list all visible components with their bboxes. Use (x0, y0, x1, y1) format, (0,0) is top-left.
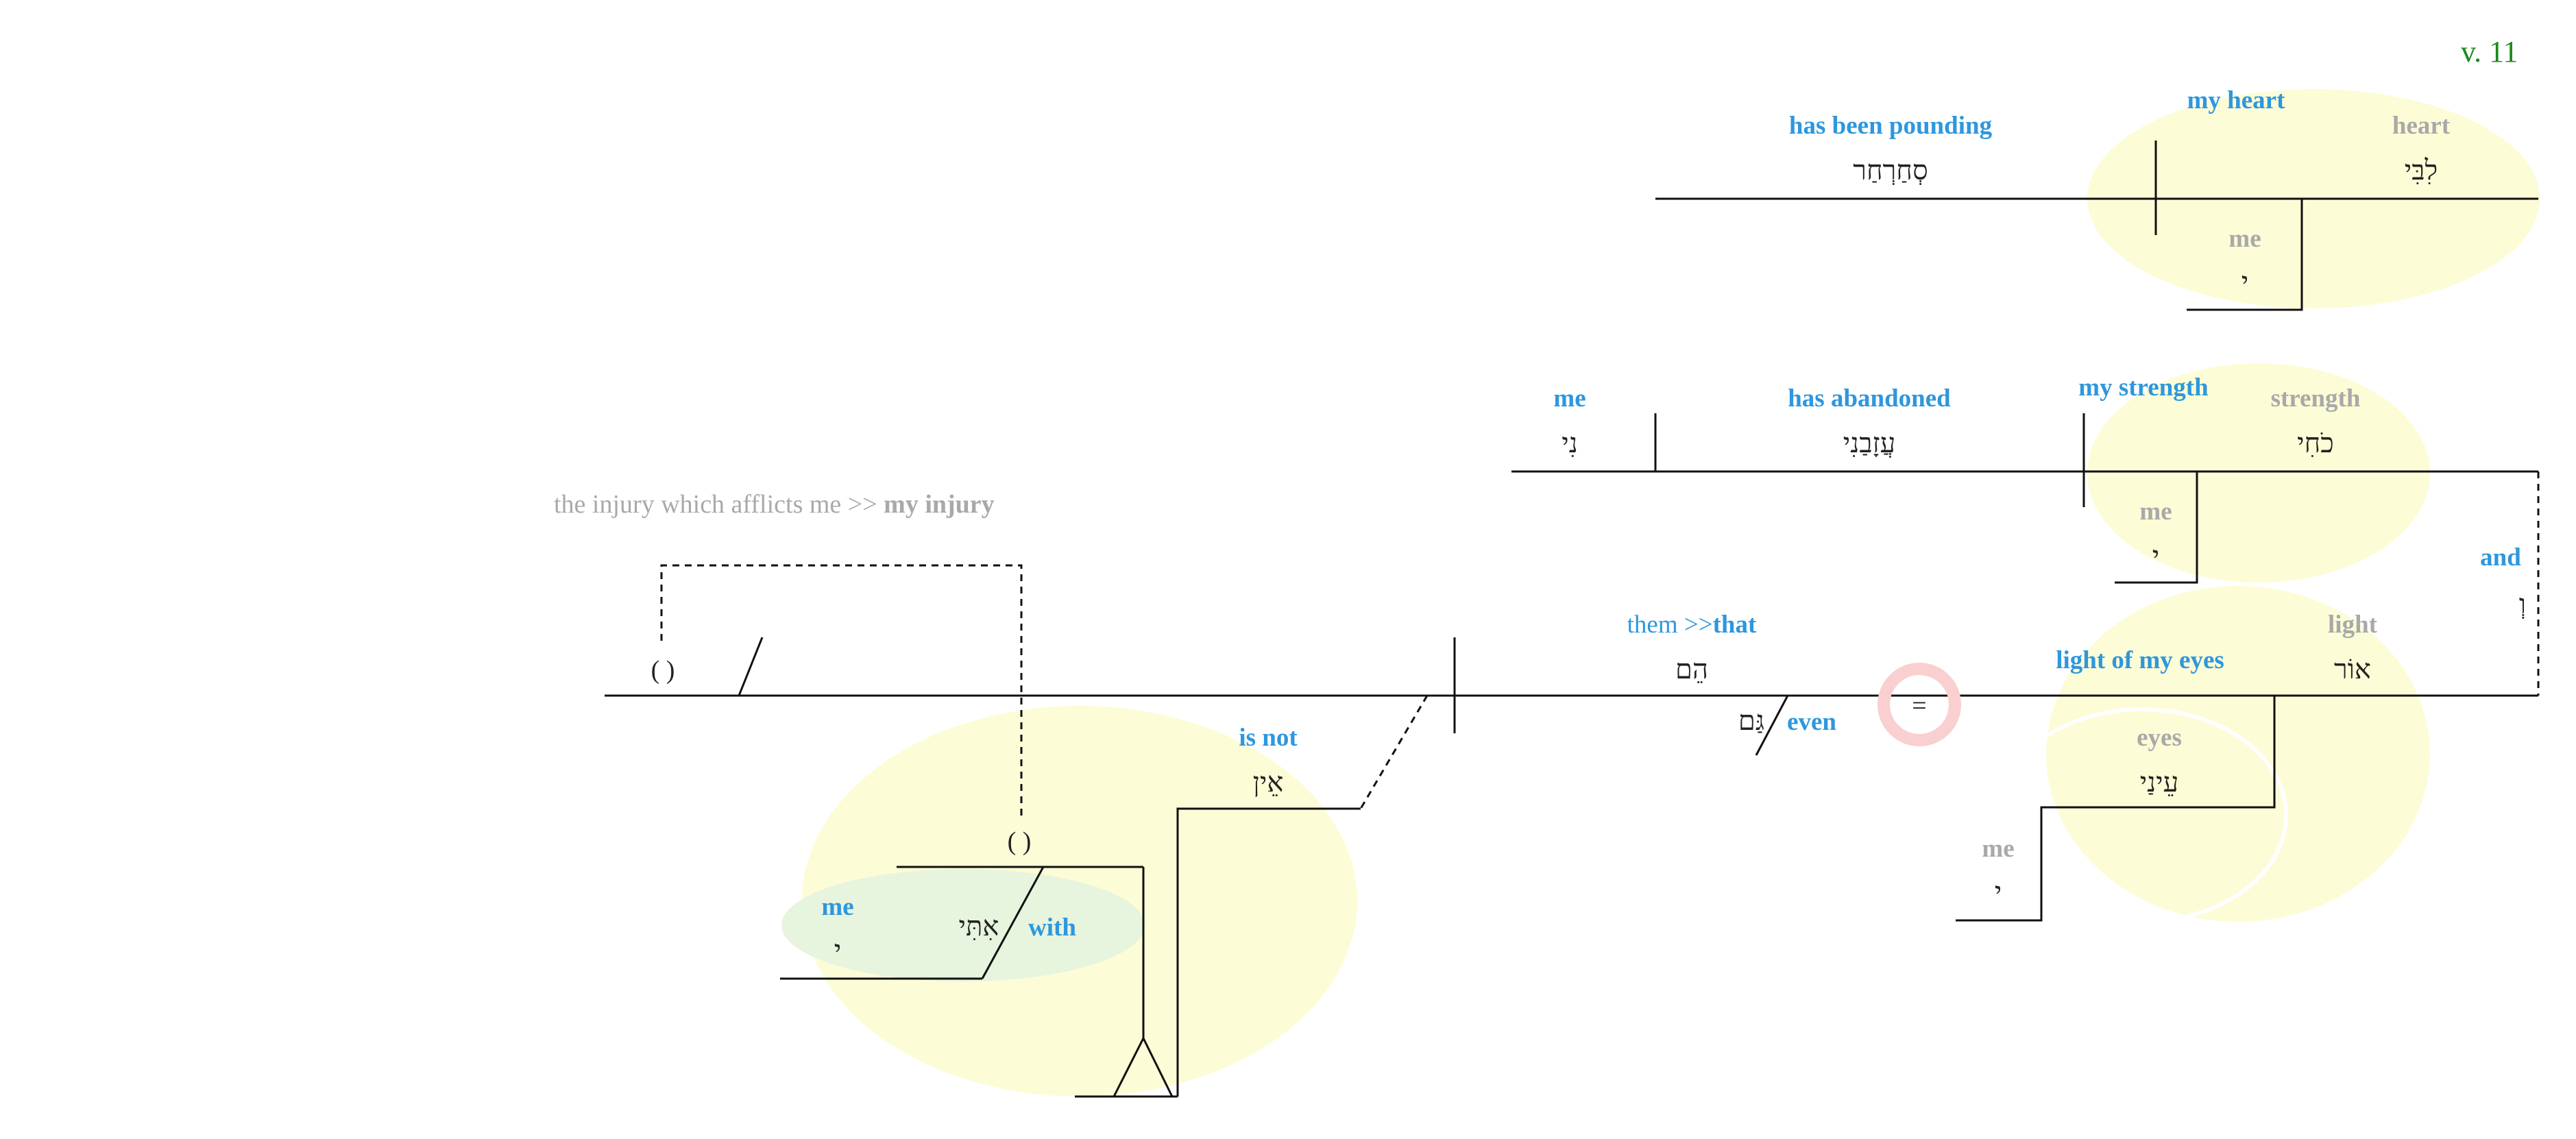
eyes-stem (1956, 696, 2276, 922)
eyes-possessive-gloss: me (1982, 835, 2014, 863)
that-english: that (1713, 611, 1757, 639)
verse-label: v. 11 (2461, 35, 2518, 69)
with-hebrew: אִתִּי (959, 911, 999, 942)
isnot-english: is not (1239, 724, 1298, 752)
middle-subject-english: my strength (2078, 373, 2209, 402)
light-hebrew: אוֹר (2334, 654, 2371, 685)
middle-noun-gloss: strength (2271, 384, 2361, 413)
with-english: with (1028, 914, 1076, 942)
top-verb-english: has been pounding (1789, 112, 1993, 140)
middle-possessive-stem (2115, 471, 2198, 584)
middle-possessive-hebrew: י (2152, 541, 2160, 572)
injury-note-bold: my injury (884, 490, 995, 519)
even-slant (1755, 695, 1789, 756)
top-possessive-gloss: me (2228, 225, 2261, 253)
light-gloss: light (2328, 611, 2378, 639)
them-that-label: them >>that (1627, 611, 1757, 639)
even-hebrew: גַּם (1738, 705, 1764, 737)
middle-conjunction-hebrew: וְ (2519, 589, 2526, 620)
eyes-hebrew: עֵינַי (2140, 767, 2179, 798)
light-phrase-english: light of my eyes (2056, 646, 2224, 674)
injury-note: the injury which afflicts me >> my injur… (554, 490, 995, 519)
top-noun-gloss: heart (2392, 112, 2451, 140)
middle-verb-hebrew: עֲזָבַנִי (1843, 428, 1896, 459)
middle-conjunction-english: and (2480, 543, 2521, 572)
middle-clause: me נִי has abandoned עֲזָבַנִי my streng… (1511, 373, 2540, 696)
with-object-hebrew: י (834, 935, 842, 966)
isnot-platform (1176, 807, 1361, 1097)
middle-verb-english: has abandoned (1788, 384, 1951, 413)
equals-ring (1878, 663, 1961, 746)
highlight-eyes-outline (1996, 707, 2288, 924)
middle-noun-hebrew: כֹחִי (2297, 428, 2334, 459)
isnot-hebrew: אֵין (1253, 767, 1284, 798)
middle-possessive-gloss: me (2139, 498, 2172, 526)
even-english: even (1787, 708, 1836, 736)
eyes-gloss: eyes (2137, 724, 2182, 752)
top-verb-hebrew: סְחַרְחַר (1853, 155, 1928, 186)
bottom-modifier-slash (738, 637, 764, 696)
highlight-with-me (781, 869, 1145, 981)
highlight-strength (2087, 363, 2430, 583)
middle-object-hebrew: נִי (1562, 428, 1578, 459)
them-hebrew: הֵם (1675, 654, 1708, 685)
eyes-possessive-hebrew: י (1995, 877, 2002, 908)
bottom-clause: the injury which afflicts me >> my injur… (554, 490, 2538, 1098)
isnot-dashed-connector (1359, 695, 1429, 809)
them-english: them >> (1627, 611, 1713, 639)
top-noun-hebrew: לִבִּי (2405, 155, 2438, 186)
middle-object-english: me (1553, 384, 1585, 413)
injury-note-gray: the injury which afflicts me >> (554, 490, 884, 519)
injury-dashed-bracket (660, 564, 1023, 816)
highlight-light-of-my-eyes (2046, 586, 2430, 922)
equals-sign: = (1912, 691, 1926, 720)
top-subject-english: my heart (2187, 86, 2285, 114)
top-possessive-hebrew: י (2241, 267, 2249, 298)
top-clause: has been pounding סְחַרְחַר my heart hea… (1655, 86, 2538, 311)
with-object-english: me (821, 893, 853, 921)
left-empty-slot: ( ) (651, 656, 675, 685)
top-possessive-stem (2187, 199, 2303, 311)
lower-empty-slot: ( ) (1008, 827, 1032, 856)
with-slant (981, 866, 1045, 979)
